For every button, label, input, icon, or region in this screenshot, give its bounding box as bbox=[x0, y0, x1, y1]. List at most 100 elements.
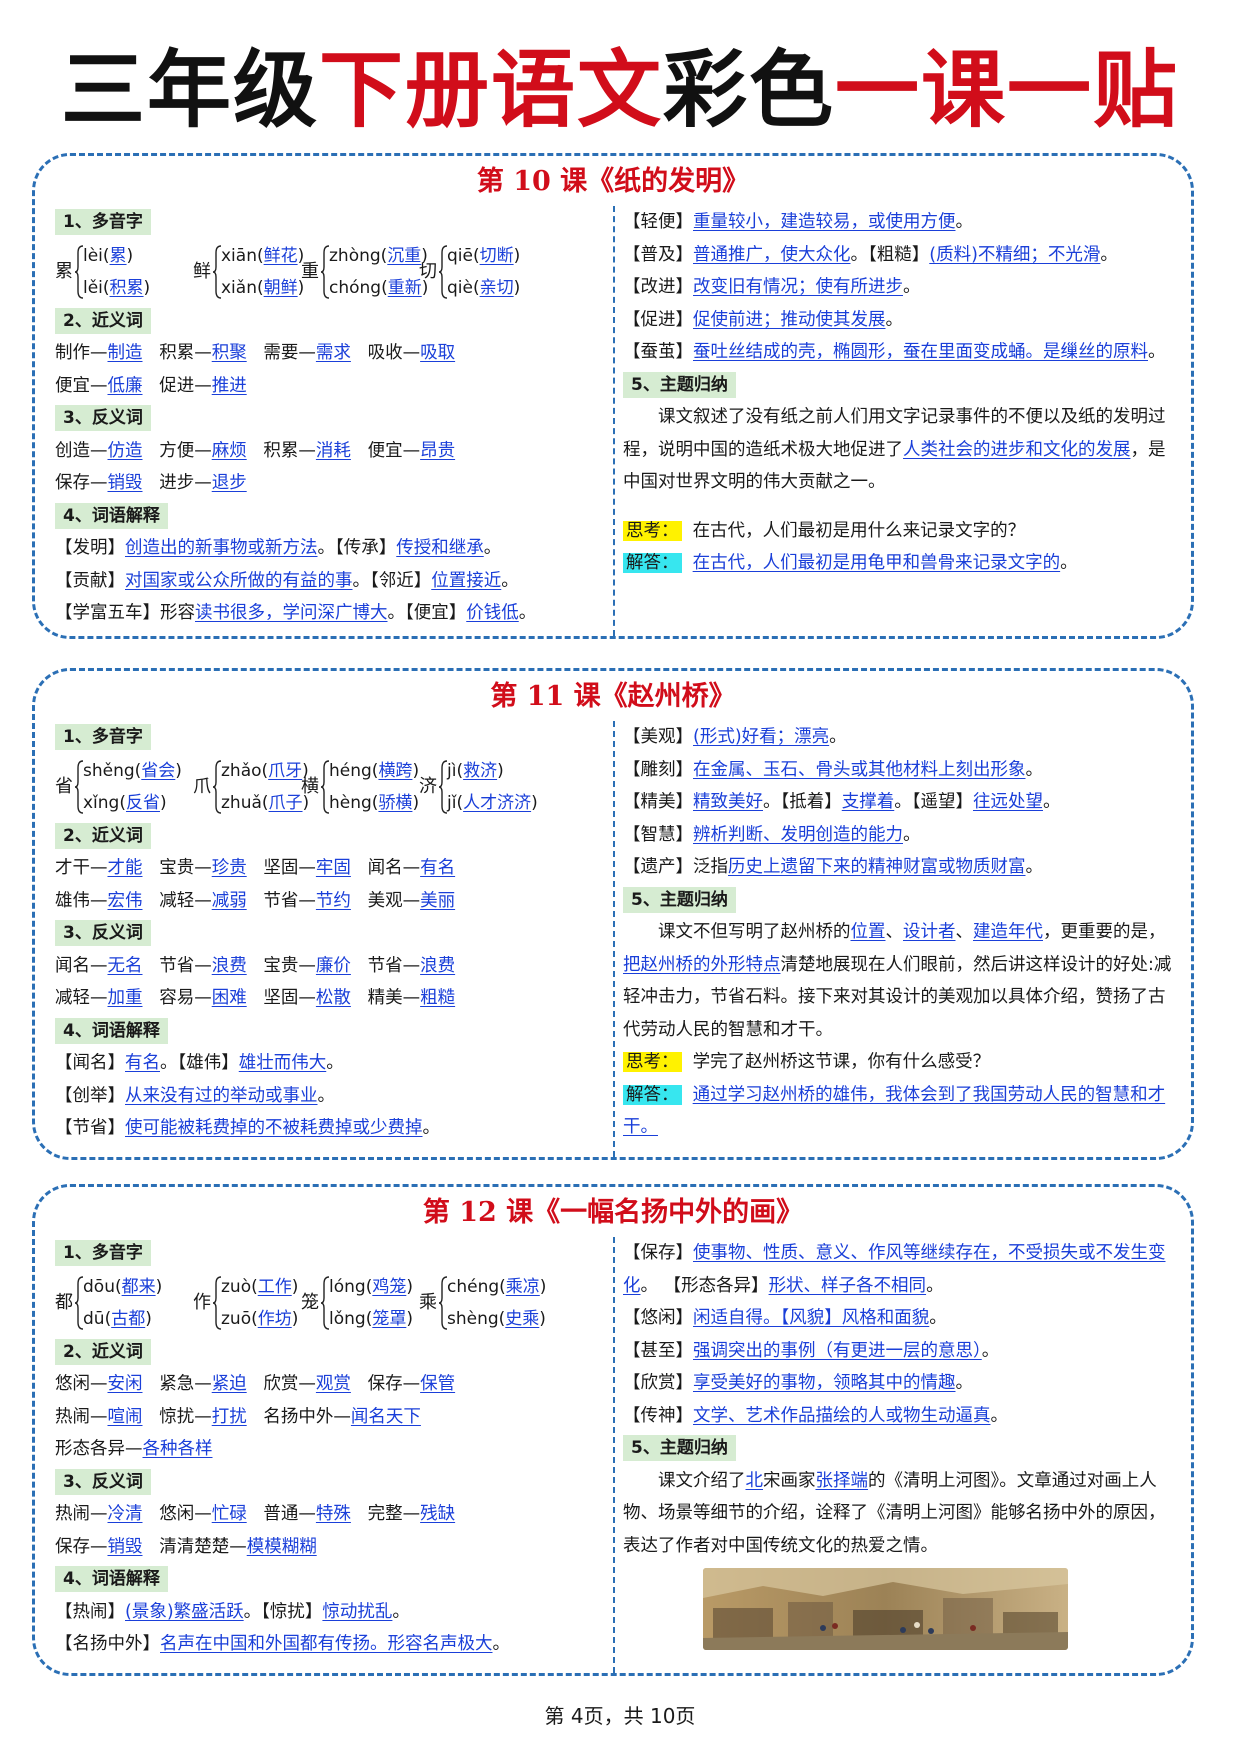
spacer bbox=[351, 891, 368, 911]
paren: ) bbox=[406, 1308, 413, 1329]
pair-answer: 销毁 bbox=[107, 1536, 143, 1557]
plain-text: 。 bbox=[903, 824, 921, 845]
example-word: 鸡笼 bbox=[372, 1276, 407, 1297]
paren: ) bbox=[291, 1308, 299, 1329]
pair-answer: 紧迫 bbox=[211, 1374, 247, 1394]
paren: ) bbox=[155, 1276, 163, 1297]
spacer bbox=[351, 1374, 368, 1394]
spacer bbox=[143, 1374, 160, 1394]
polyphone-char: 作 bbox=[193, 1291, 211, 1313]
pair-word: 需要— bbox=[263, 343, 316, 363]
pair-answer: 推进 bbox=[211, 375, 247, 396]
plain-text: 。 bbox=[981, 1340, 1000, 1361]
underlined-answer: 享受美好的事物，领略其中的情趣 bbox=[693, 1373, 956, 1393]
spacer bbox=[247, 858, 264, 878]
spacer bbox=[351, 858, 368, 878]
spacer bbox=[247, 956, 264, 976]
reading-line: qiè(亲切) bbox=[447, 273, 520, 304]
explanation-line: 【发明】创造出的新事物或新方法。【传承】传授和继承。 bbox=[55, 532, 600, 565]
pair-answer: 保管 bbox=[420, 1374, 456, 1394]
explanation-line: 【贡献】对国家或公众所做的有益的事。【邻近】位置接近。 bbox=[55, 565, 600, 598]
pair-word: 紧急— bbox=[159, 1374, 212, 1394]
example-word: 累 bbox=[109, 245, 127, 266]
plain-text: 。 bbox=[422, 1118, 441, 1138]
plain-text: 、 bbox=[955, 922, 974, 942]
pinyin: lóng( bbox=[329, 1276, 373, 1297]
reading-line: chéng(乘凉) bbox=[447, 1272, 546, 1303]
pair-answer: 粗糙 bbox=[420, 988, 456, 1008]
pair-answer: 冷清 bbox=[107, 1504, 143, 1524]
underlined-answer: 价钱低 bbox=[466, 603, 519, 623]
plain-text: 【遗产】泛指 bbox=[623, 857, 728, 877]
underlined-answer: 形状、样子各不相同 bbox=[768, 1275, 927, 1296]
pair-answer: 昂贵 bbox=[420, 440, 456, 461]
pair-word: 创造— bbox=[55, 440, 108, 461]
spacer bbox=[143, 1504, 160, 1524]
reading-line: xǐng(反省) bbox=[83, 788, 167, 819]
underlined-answer: 惊动扰乱 bbox=[322, 1601, 393, 1622]
plain-text: 【发明】 bbox=[55, 538, 125, 558]
paren: ) bbox=[297, 245, 305, 266]
pair-answer: 制造 bbox=[107, 343, 143, 363]
plain-text: 。 bbox=[392, 1601, 410, 1622]
plain-text: 【名扬中外】 bbox=[55, 1634, 160, 1654]
pair-answer: 浪费 bbox=[420, 955, 456, 976]
qingming-painting-image bbox=[703, 1568, 1068, 1650]
theme-summary: 课文叙述了没有纸之前人们用文字记录事件的不便以及纸的发明过程，说明中国的造纸术极… bbox=[623, 401, 1178, 499]
plain-text: 。 bbox=[990, 1405, 1009, 1426]
explanation-list: 【保存】使事物、性质、意义、作风等继续存在，不受损失或不发生变化。 【形态各异】… bbox=[623, 1237, 1178, 1432]
pair-answer: 困难 bbox=[211, 988, 247, 1008]
paren: ) bbox=[497, 760, 504, 781]
explanation-line: 【遗产】泛指历史上遗留下来的精神财富或物质财富。 bbox=[623, 851, 1178, 884]
pinyin: xǐng( bbox=[83, 792, 126, 813]
example-word: 工作 bbox=[257, 1276, 292, 1297]
pinyin: zhòng( bbox=[329, 245, 388, 266]
antonym-list: 热闹—冷清 悠闲—忙碌 普通—特殊 完整—残缺保存—销毁 清清楚楚—模模糊糊 bbox=[55, 1498, 600, 1563]
theme-summary: 课文介绍了北宋画家张择端的《清明上河图》。文章通过对画上人物、场景等细节的介绍，… bbox=[623, 1465, 1178, 1563]
section-label: 5、主题归纳 bbox=[623, 371, 736, 398]
plain-text: 【美观】 bbox=[623, 727, 693, 747]
plain-text: 【热闹】 bbox=[55, 1601, 125, 1622]
pair-answer: 打扰 bbox=[211, 1406, 247, 1427]
paren: ) bbox=[145, 1308, 152, 1329]
underlined-answer: 历史上遗留下来的精神财富或物质财富 bbox=[728, 857, 1026, 877]
reading-line: lèi(累) bbox=[83, 241, 133, 272]
plain-text: 【雕刻】 bbox=[623, 759, 693, 780]
word-pair-row: 保存—销毁 进步—退步 bbox=[55, 467, 600, 500]
pair-answer: 特殊 bbox=[315, 1504, 351, 1524]
brace-icon bbox=[439, 244, 448, 299]
pair-word: 进步— bbox=[159, 473, 212, 493]
spacer bbox=[351, 441, 368, 461]
polyphone-char: 切 bbox=[419, 260, 437, 282]
pinyin: zhǎo( bbox=[221, 760, 269, 781]
example-word: 人才济济 bbox=[463, 792, 532, 813]
underlined-answer: 传授和继承 bbox=[396, 538, 484, 558]
pair-word: 闻名— bbox=[55, 955, 108, 976]
underlined-answer: 精致美好 bbox=[693, 792, 763, 812]
word-pair-row: 闻名—无名 节省—浪费 宝贵—廉价 节省—浪费 bbox=[55, 950, 600, 983]
plain-text: 。 bbox=[1148, 342, 1166, 362]
paren: ) bbox=[531, 792, 538, 813]
paren: ) bbox=[513, 245, 521, 266]
brace-icon bbox=[321, 1275, 330, 1330]
section-label: 2、近义词 bbox=[55, 822, 151, 849]
pinyin: shěng( bbox=[83, 760, 142, 781]
underlined-answer: 促使前进；推动使其发展 bbox=[693, 309, 886, 330]
spacer bbox=[143, 376, 160, 396]
plain-text: 。 bbox=[501, 570, 519, 591]
section-label: 3、反义词 bbox=[55, 920, 151, 946]
pair-word: 积累— bbox=[159, 343, 212, 363]
underlined-answer: 使事物、性质、意义、作风等继续存在，不受损失或不发生变化 bbox=[623, 1243, 1166, 1296]
explanation-line: 【普及】普通推广，使大众化。【粗糙】(质料)不精细；不光滑。 bbox=[623, 239, 1178, 272]
plain-text: 。 bbox=[518, 603, 537, 623]
paren: ) bbox=[302, 792, 310, 813]
spacer bbox=[351, 343, 368, 363]
reading-line: héng(横跨) bbox=[329, 756, 419, 787]
spacer bbox=[143, 473, 160, 493]
example-word: 重新 bbox=[387, 277, 422, 298]
polyphone-char: 累 bbox=[55, 260, 73, 282]
plain-text: 课文叙述了没有纸之前人们用文字记录事件的不便以及纸的发明过程，说明中国的造纸术极… bbox=[623, 407, 1166, 460]
